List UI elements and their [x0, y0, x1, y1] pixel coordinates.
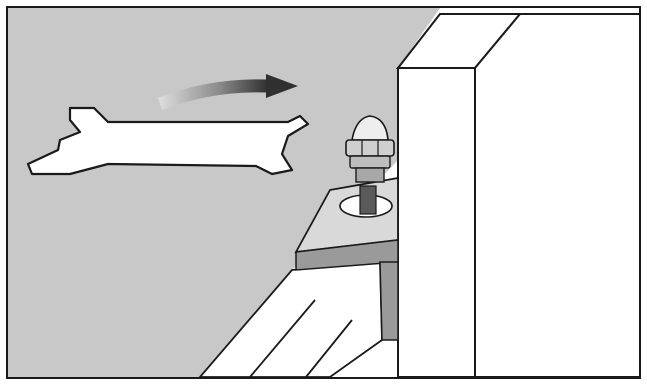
curved-arrow-icon	[157, 74, 298, 111]
leveling-foot-nut	[345, 115, 395, 183]
wrench-icon	[26, 106, 310, 176]
floor-surface	[8, 8, 440, 377]
appliance-cabinet	[395, 13, 641, 378]
